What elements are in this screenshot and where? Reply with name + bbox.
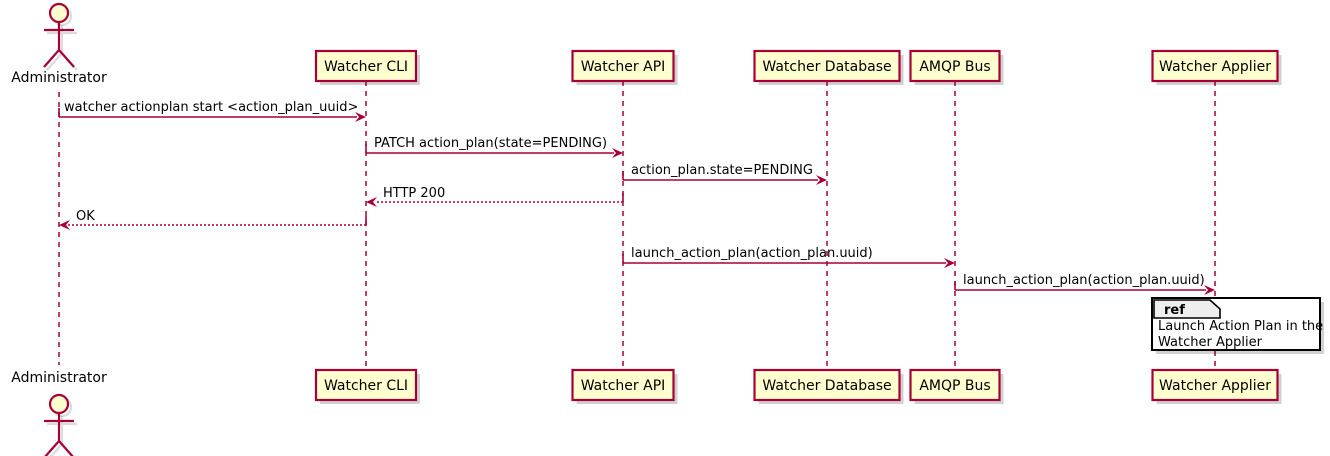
participant-label-watcher-database-top: Watcher Database (762, 59, 891, 75)
message-msg-launch-action-plan-bus-to-applier[interactable]: launch_action_plan(action_plan.uuid) (954, 273, 1215, 295)
participant-box-amqp-bus-top[interactable]: AMQP Bus (909, 49, 1004, 85)
participant-box-body (753, 368, 901, 402)
message-label: HTTP 200 (383, 186, 445, 201)
participant-label-watcher-cli-top: Watcher CLI (324, 59, 408, 75)
participant-box-body (314, 49, 418, 83)
participant-box-body (1151, 368, 1279, 402)
actor-label-administrator-top: Administrator (11, 70, 107, 86)
participant-box-watcher-api-bottom[interactable]: Watcher API (571, 368, 678, 404)
actor-administrator-top[interactable]: Administrator (11, 2, 107, 86)
message-arrowhead (59, 220, 70, 230)
participant-box-body (909, 368, 1001, 402)
message-arrowhead (944, 258, 955, 268)
actor-head (48, 393, 70, 415)
participant-box-watcher-applier-bottom[interactable]: Watcher Applier (1151, 368, 1282, 404)
message-label: launch_action_plan(action_plan.uuid) (631, 246, 873, 261)
messages-group: watcher actionplan start <action_plan_uu… (58, 100, 1215, 295)
participant-box-watcher-cli-bottom[interactable]: Watcher CLI (314, 368, 420, 404)
actor-administrator-bottom[interactable]: Administrator (11, 370, 107, 456)
message-arrowhead (355, 112, 366, 122)
message-label: action_plan.state=PENDING (631, 163, 813, 178)
message-label: watcher actionplan start <action_plan_uu… (64, 100, 358, 115)
message-arrowhead (1204, 285, 1215, 295)
message-msg-http-200[interactable]: HTTP 200 (366, 186, 624, 207)
participant-label-watcher-cli-bottom: Watcher CLI (324, 378, 408, 394)
participant-label-watcher-api-top: Watcher API (581, 59, 666, 75)
actor-shadow-limbs (47, 416, 77, 456)
ref-frame-line-1: Watcher Applier (1158, 335, 1263, 350)
ref-frame-tab-label: ref (1164, 303, 1185, 318)
actor-label-administrator-bottom: Administrator (11, 370, 107, 386)
participant-box-watcher-database-top[interactable]: Watcher Database (753, 49, 904, 85)
participant-label-watcher-applier-bottom: Watcher Applier (1159, 378, 1271, 394)
actor-limbs (44, 413, 74, 456)
participants-top: Administrator Watcher CLI Watcher API Watch… (11, 2, 1282, 86)
participant-label-watcher-applier-top: Watcher Applier (1159, 59, 1271, 75)
actor-head (48, 2, 70, 24)
ref-frame-tab (1153, 299, 1221, 319)
message-arrowhead (816, 175, 827, 185)
message-msg-patch-action-plan[interactable]: PATCH action_plan(state=PENDING) (365, 136, 623, 158)
actor-limbs (43, 22, 75, 68)
participant-label-watcher-api-bottom: Watcher API (581, 378, 666, 394)
participant-box-body (909, 49, 1001, 83)
message-arrowhead (612, 148, 623, 158)
participant-box-watcher-cli-top[interactable]: Watcher CLI (314, 49, 420, 85)
message-msg-start-actionplan[interactable]: watcher actionplan start <action_plan_uu… (58, 100, 366, 122)
participant-label-amqp-bus-top: AMQP Bus (919, 59, 990, 75)
participant-label-watcher-database-bottom: Watcher Database (762, 378, 891, 394)
message-label: launch_action_plan(action_plan.uuid) (963, 273, 1205, 288)
actor-shadow-limbs (46, 25, 78, 71)
participant-box-watcher-applier-top[interactable]: Watcher Applier (1151, 49, 1282, 85)
participant-box-body (753, 49, 901, 83)
ref-frame-line-0: Launch Action Plan in the (1158, 319, 1323, 334)
participant-box-watcher-database-bottom[interactable]: Watcher Database (753, 368, 904, 404)
message-msg-ok[interactable]: OK (59, 209, 367, 230)
participant-box-body (571, 49, 675, 83)
message-label: OK (76, 209, 95, 224)
message-msg-launch-action-plan-api-to-bus[interactable]: launch_action_plan(action_plan.uuid) (622, 246, 955, 268)
message-label: PATCH action_plan(state=PENDING) (374, 136, 607, 151)
message-msg-action-plan-state-pending[interactable]: action_plan.state=PENDING (622, 163, 827, 185)
participant-label-amqp-bus-bottom: AMQP Bus (919, 378, 990, 394)
participant-box-body (314, 368, 418, 402)
message-arrowhead (366, 197, 377, 207)
participant-box-body (571, 368, 675, 402)
participant-box-amqp-bus-bottom[interactable]: AMQP Bus (909, 368, 1004, 404)
participant-box-body (1151, 49, 1279, 83)
participant-box-watcher-api-top[interactable]: Watcher API (571, 49, 678, 85)
